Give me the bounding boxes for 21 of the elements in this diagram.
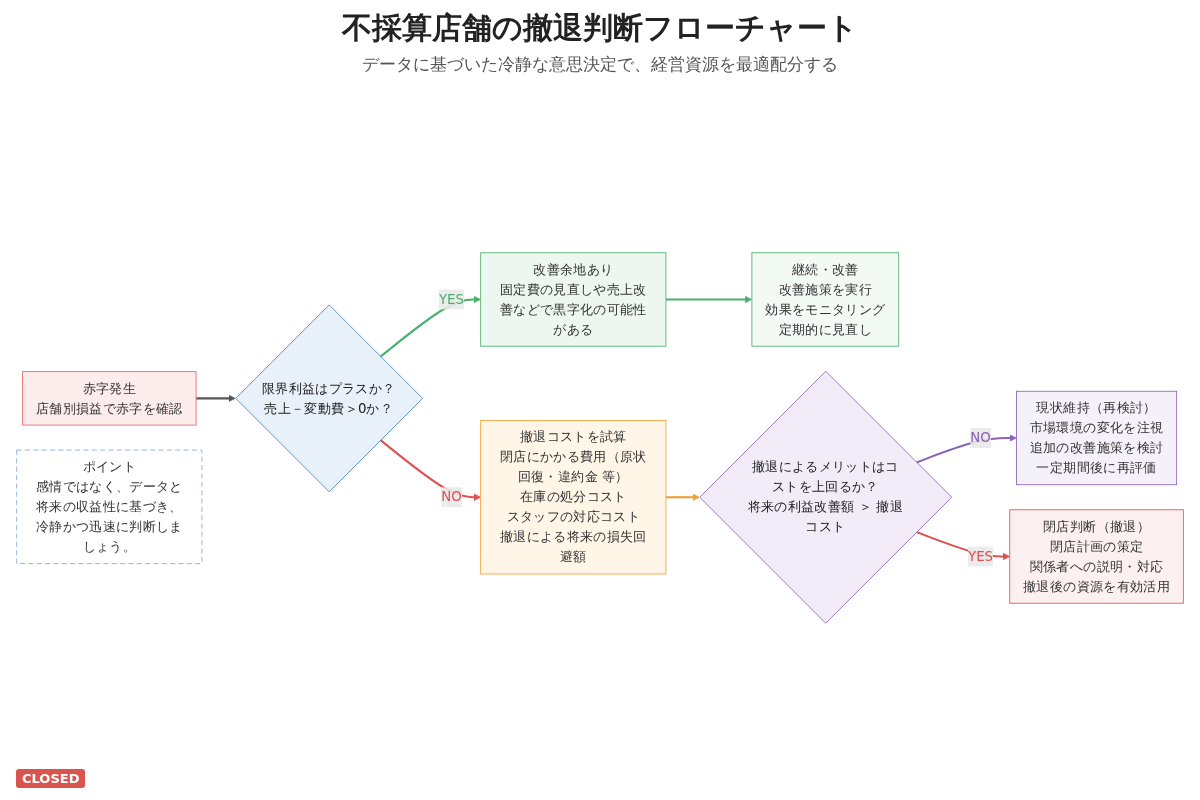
- node-box: 現状維持（再検討） 市場環境の変化を注視 追加の改善施策を検討 一定期間後に再評価: [1016, 390, 1178, 486]
- arrow: [665, 493, 700, 501]
- arrow: [665, 295, 753, 304]
- node-box: 撤退コストを試算 閉店にかかる費用（原状回復・違約金 等） 在庫の処分コスト スタッフの対応コスト 撤退による将来の損失回避額: [480, 420, 667, 575]
- arrow: [379, 439, 481, 501]
- edge-label: NO: [441, 488, 462, 505]
- subtitle: データに基づいた冷静な意思決定で、経営資源を最適配分する: [362, 53, 838, 76]
- node-diamond: 撤退によるメリットはコストを上回るか？ 将来の利益改善額 ＞ 撤退コスト: [699, 370, 953, 624]
- edge-label: NO: [970, 429, 991, 446]
- edge-label: YES: [438, 291, 464, 307]
- arrow: [916, 434, 1017, 464]
- node-box: 継続・改善 改善施策を実行 効果をモニタリング 定期的に見直し: [751, 252, 900, 347]
- arrow: [196, 394, 236, 403]
- edge-label: YES: [968, 548, 994, 564]
- node-box: 改善余地あり 固定費の見直しや売上改善などで黒字化の可能性がある: [480, 252, 667, 347]
- sign-text: CLOSED: [16, 769, 86, 788]
- node-box: 赤字発生 店舗別損益で赤字を確認: [22, 371, 197, 426]
- title: 不採算店舗の撤退判断フローチャート: [342, 9, 858, 47]
- node-box: 閉店判断（撤退） 閉店計画の策定 関係者への説明・対応 撤退後の資源を有効活用: [1009, 509, 1184, 604]
- node-box: ポイント 感情ではなく、データと将来の収益性に基づき、冷静かつ迅速に判断しましょう。: [16, 449, 203, 564]
- node-diamond: 限界利益はプラスか？ 売上－変動費＞0か？: [235, 304, 424, 493]
